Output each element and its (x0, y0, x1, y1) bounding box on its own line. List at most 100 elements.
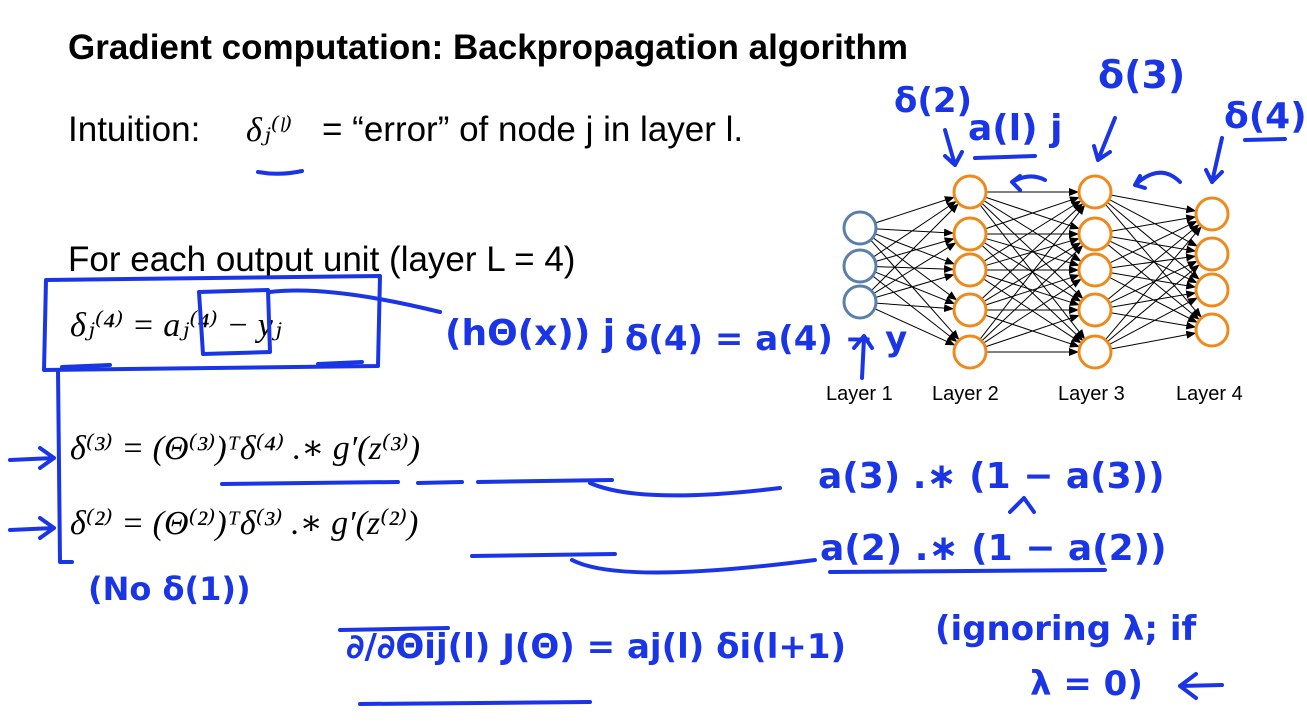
ink-no-delta1: (No δ(1)) (88, 570, 251, 608)
network-edge (1110, 312, 1197, 330)
network-node-layer-3 (1077, 252, 1113, 288)
layer-label-3: Layer 3 (1058, 383, 1125, 405)
network-layer-labels: Layer 1 Layer 2 Layer 3 Layer 4 (826, 383, 1243, 405)
network-edge (873, 242, 957, 295)
ink-arrow-a-net (1010, 174, 1047, 192)
ink-underline-partial (358, 700, 592, 706)
equation-delta-3: δ⁽³⁾ = (Θ⁽³⁾)ᵀδ⁽⁴⁾ .∗ g′(z⁽³⁾) (70, 430, 421, 467)
ink-underline-gprime3 (476, 478, 614, 484)
ink-box-delta4 (42, 274, 382, 372)
for-each-output-unit: For each output unit (layer L = 4) (68, 240, 576, 279)
ink-underline-delta4-label (1243, 137, 1287, 142)
ink-arrow-layer1 (852, 334, 874, 380)
network-edge (1108, 297, 1198, 345)
ink-underline-delta (256, 169, 304, 176)
ink-arrow-delta4-net (1204, 136, 1224, 184)
ink-fraction-bar (338, 626, 450, 632)
network-node-layer-4 (1194, 236, 1230, 272)
ink-connector (268, 288, 442, 314)
network-edge (1110, 236, 1197, 254)
ink-underline-y (316, 360, 364, 366)
ink-a-note: a(l) j (968, 108, 1062, 149)
network-node-layer-2 (952, 252, 988, 288)
network-edge (981, 244, 1084, 342)
ink-arrow-delta2-net (943, 128, 964, 167)
network-edge (870, 203, 959, 292)
ink-lambda-note: λ = 0) (1030, 664, 1143, 704)
network-edge (1110, 290, 1197, 308)
ink-underline-dotstar (416, 480, 464, 485)
network-edge (875, 302, 955, 313)
network-edge (1109, 260, 1198, 304)
network-edge (874, 233, 956, 265)
network-edge (1110, 272, 1197, 290)
network-edge (985, 274, 1080, 306)
equation-delta-4: δⱼ⁽⁴⁾ = aⱼ⁽⁴⁾ − yⱼ (70, 307, 282, 344)
intuition-label: Intuition: (68, 110, 201, 149)
network-node-layer-1 (842, 210, 878, 246)
network-node-layer-3 (1077, 334, 1113, 370)
ink-curve-gprime3 (588, 481, 782, 498)
network-edge (1104, 203, 1202, 318)
ink-arrow-up (1008, 496, 1036, 514)
network-edge (875, 196, 955, 224)
network-edge (1109, 220, 1198, 264)
network-node-layer-2 (952, 292, 988, 328)
ink-arrow-layer3-back (1133, 170, 1182, 190)
network-edge (1106, 264, 1200, 343)
layer-label-1: Layer 1 (826, 383, 893, 405)
network-node-layer-1 (842, 248, 878, 284)
equation-delta-2: δ⁽²⁾ = (Θ⁽²⁾)ᵀδ⁽³⁾ .∗ g′(z⁽²⁾) (70, 505, 419, 542)
network-nodes (842, 174, 1230, 370)
network-edge (874, 271, 956, 305)
ink-g2-note: a(2) .∗ (1 − a(2)) (820, 528, 1167, 569)
network-edges (870, 188, 1202, 356)
network-node-layer-4 (1194, 272, 1230, 308)
network-edge (1110, 214, 1197, 232)
network-edge (1107, 224, 1200, 301)
ink-underline-g2 (828, 568, 1107, 574)
network-edge (872, 275, 958, 343)
handwritten-annotations: δ(2) a(l) j δ(3) δ(4) (hΘ(x)) j δ(4) = a… (8, 53, 1307, 706)
ink-underline-theta3 (220, 480, 400, 486)
ink-vector-note: δ(4) = a(4) − y (625, 319, 907, 359)
network-edge (874, 308, 956, 346)
ink-arrow-delta3-net (1092, 116, 1117, 162)
ink-underline-gprime2 (470, 552, 617, 558)
network-node-layer-3 (1077, 174, 1113, 210)
ink-bracket (56, 368, 74, 564)
network-edge (1110, 330, 1197, 350)
network-node-layer-4 (1194, 196, 1230, 232)
ink-underline-a-j (973, 154, 1037, 160)
ink-underline-delta4 (60, 363, 112, 369)
network-node-layer-3 (1077, 292, 1113, 328)
ink-delta3-note: δ(3) (1098, 53, 1185, 97)
intuition-text: = “error” of node j in layer l. (322, 110, 744, 149)
layer-label-4: Layer 4 (1176, 383, 1243, 405)
network-edge (1104, 226, 1202, 341)
ink-delta4-note: δ(4) (1224, 96, 1307, 137)
network-edge (872, 200, 957, 258)
network-edge (1106, 201, 1200, 280)
ink-arrow-delta3 (8, 446, 56, 470)
intuition-symbol: δⱼ⁽ˡ⁾ (246, 112, 293, 149)
network-edge (1110, 194, 1197, 214)
network-edge (985, 196, 1080, 230)
network-edge (875, 228, 955, 237)
layer-label-2: Layer 2 (932, 383, 999, 405)
network-node-layer-4 (1194, 312, 1230, 348)
network-edge (979, 204, 1086, 340)
network-edge (983, 200, 1082, 262)
ink-arrow-lambda (1178, 672, 1224, 700)
ink-ignore-note: (ignoring λ; if (935, 609, 1198, 649)
network-node-layer-1 (842, 284, 878, 320)
ink-curve-gprime2 (570, 558, 817, 575)
network-node-layer-3 (1077, 216, 1113, 252)
ink-g3-note: a(3) .∗ (1 − a(3)) (818, 456, 1165, 497)
ink-h-note: (hΘ(x)) j (445, 313, 615, 354)
network-edge (983, 278, 1082, 344)
ink-box-a4 (197, 288, 272, 356)
network-node-layer-2 (952, 334, 988, 370)
network-edge (875, 237, 955, 263)
